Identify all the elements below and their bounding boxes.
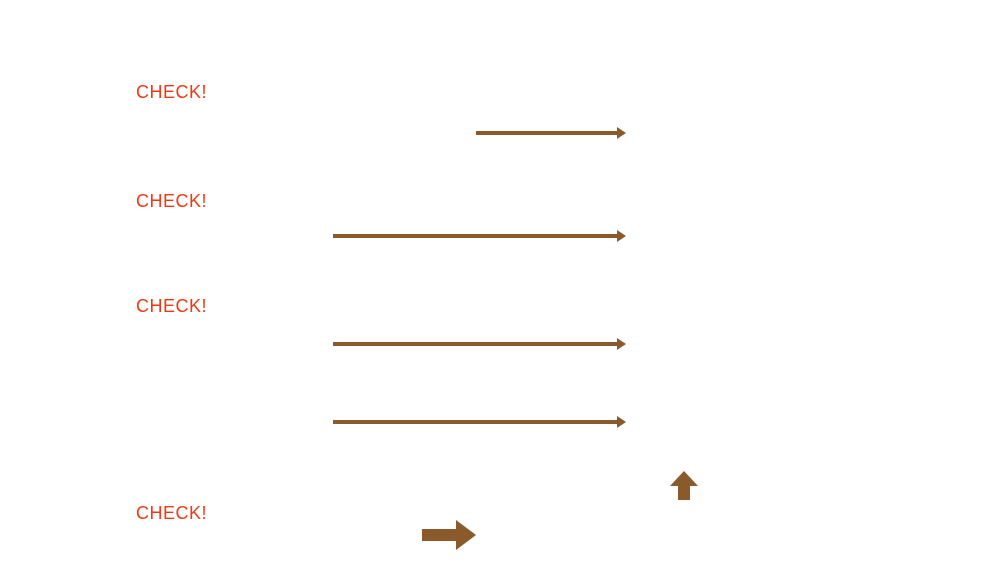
check-label-3: CHECK! bbox=[136, 296, 208, 316]
arrow-right-block bbox=[422, 520, 476, 550]
arrow-right-2 bbox=[333, 230, 626, 242]
arrow-up-block bbox=[670, 471, 698, 500]
check-label-2: CHECK! bbox=[136, 191, 208, 211]
check-label-1: CHECK! bbox=[136, 82, 208, 102]
check-label-4: CHECK! bbox=[136, 503, 208, 523]
arrow-right-3 bbox=[333, 338, 626, 350]
arrow-right-4 bbox=[333, 416, 626, 428]
arrow-right-1 bbox=[476, 127, 626, 139]
